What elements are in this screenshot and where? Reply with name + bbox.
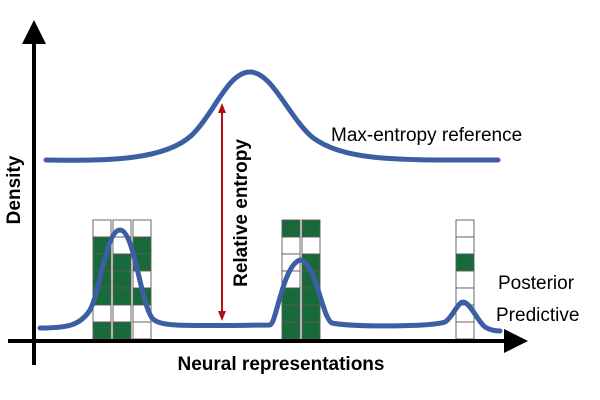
max-entropy-reference-label: Max-entropy reference bbox=[331, 125, 522, 146]
histogram-cell-empty bbox=[132, 321, 152, 340]
histogram-cell-filled bbox=[301, 304, 321, 323]
max-entropy-reference-curve bbox=[43, 69, 501, 163]
histogram-cell-empty bbox=[92, 219, 112, 238]
histogram-cell-empty bbox=[455, 270, 475, 289]
x-axis-label: Neural representations bbox=[178, 354, 385, 375]
histogram-cell-empty bbox=[132, 219, 152, 238]
posterior-label: Posterior bbox=[498, 273, 575, 294]
x-axis-arrowhead bbox=[504, 329, 528, 353]
y-axis-arrowhead bbox=[22, 20, 46, 44]
histogram-cell-empty bbox=[455, 219, 475, 238]
histogram-cell-empty bbox=[281, 236, 301, 255]
histogram-cell-empty bbox=[92, 304, 112, 323]
histogram-cell-filled bbox=[112, 253, 132, 272]
histogram-cell-filled bbox=[455, 253, 475, 272]
predictive-label: Predictive bbox=[496, 305, 579, 326]
posterior-predictive-curve bbox=[37, 227, 503, 334]
histogram-cell-empty bbox=[455, 321, 475, 340]
histogram-cell-empty bbox=[301, 236, 321, 255]
histogram-cell-filled bbox=[112, 321, 132, 340]
relative-entropy-label: Relative entropy bbox=[231, 139, 252, 287]
histogram-cell-filled bbox=[132, 236, 152, 255]
y-axis-label: Density bbox=[4, 155, 25, 224]
histogram-cell-filled bbox=[301, 219, 321, 238]
histogram-cell-filled bbox=[112, 287, 132, 306]
histogram-cell-filled bbox=[281, 321, 301, 340]
histogram-cell-filled bbox=[112, 270, 132, 289]
histogram-cell-filled bbox=[281, 219, 301, 238]
histogram-cell-filled bbox=[301, 321, 321, 340]
histogram-3 bbox=[455, 219, 475, 340]
histogram-cell-filled bbox=[92, 321, 112, 340]
histogram-cell-filled bbox=[281, 304, 301, 323]
histogram-cell-empty bbox=[455, 236, 475, 255]
histogram-cell-empty bbox=[112, 304, 132, 323]
